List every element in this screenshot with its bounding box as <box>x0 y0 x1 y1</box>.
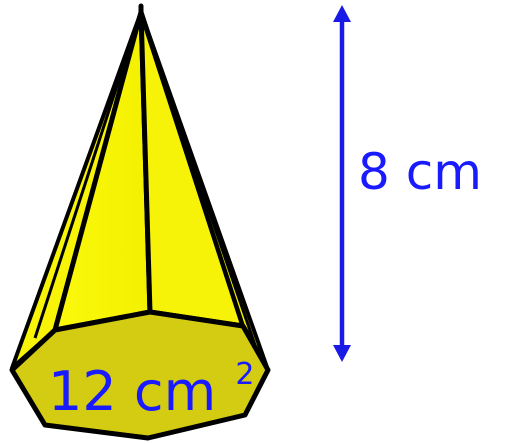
base-area-exponent: 2 <box>235 357 254 392</box>
arrowhead-up-icon <box>333 5 351 22</box>
height-label: 8 cm <box>358 143 482 201</box>
ridge-line <box>139 11 257 346</box>
arrowhead-down-icon <box>333 345 351 362</box>
base-area-value: 12 cm <box>48 360 216 423</box>
pyramid-solid <box>9 3 271 441</box>
base-area-label: 12 cm 2 <box>48 357 254 423</box>
ridge-line <box>33 11 143 339</box>
height-arrow <box>333 5 351 362</box>
pyramid-face-front-left <box>52 9 153 333</box>
pyramid-base <box>9 309 271 441</box>
